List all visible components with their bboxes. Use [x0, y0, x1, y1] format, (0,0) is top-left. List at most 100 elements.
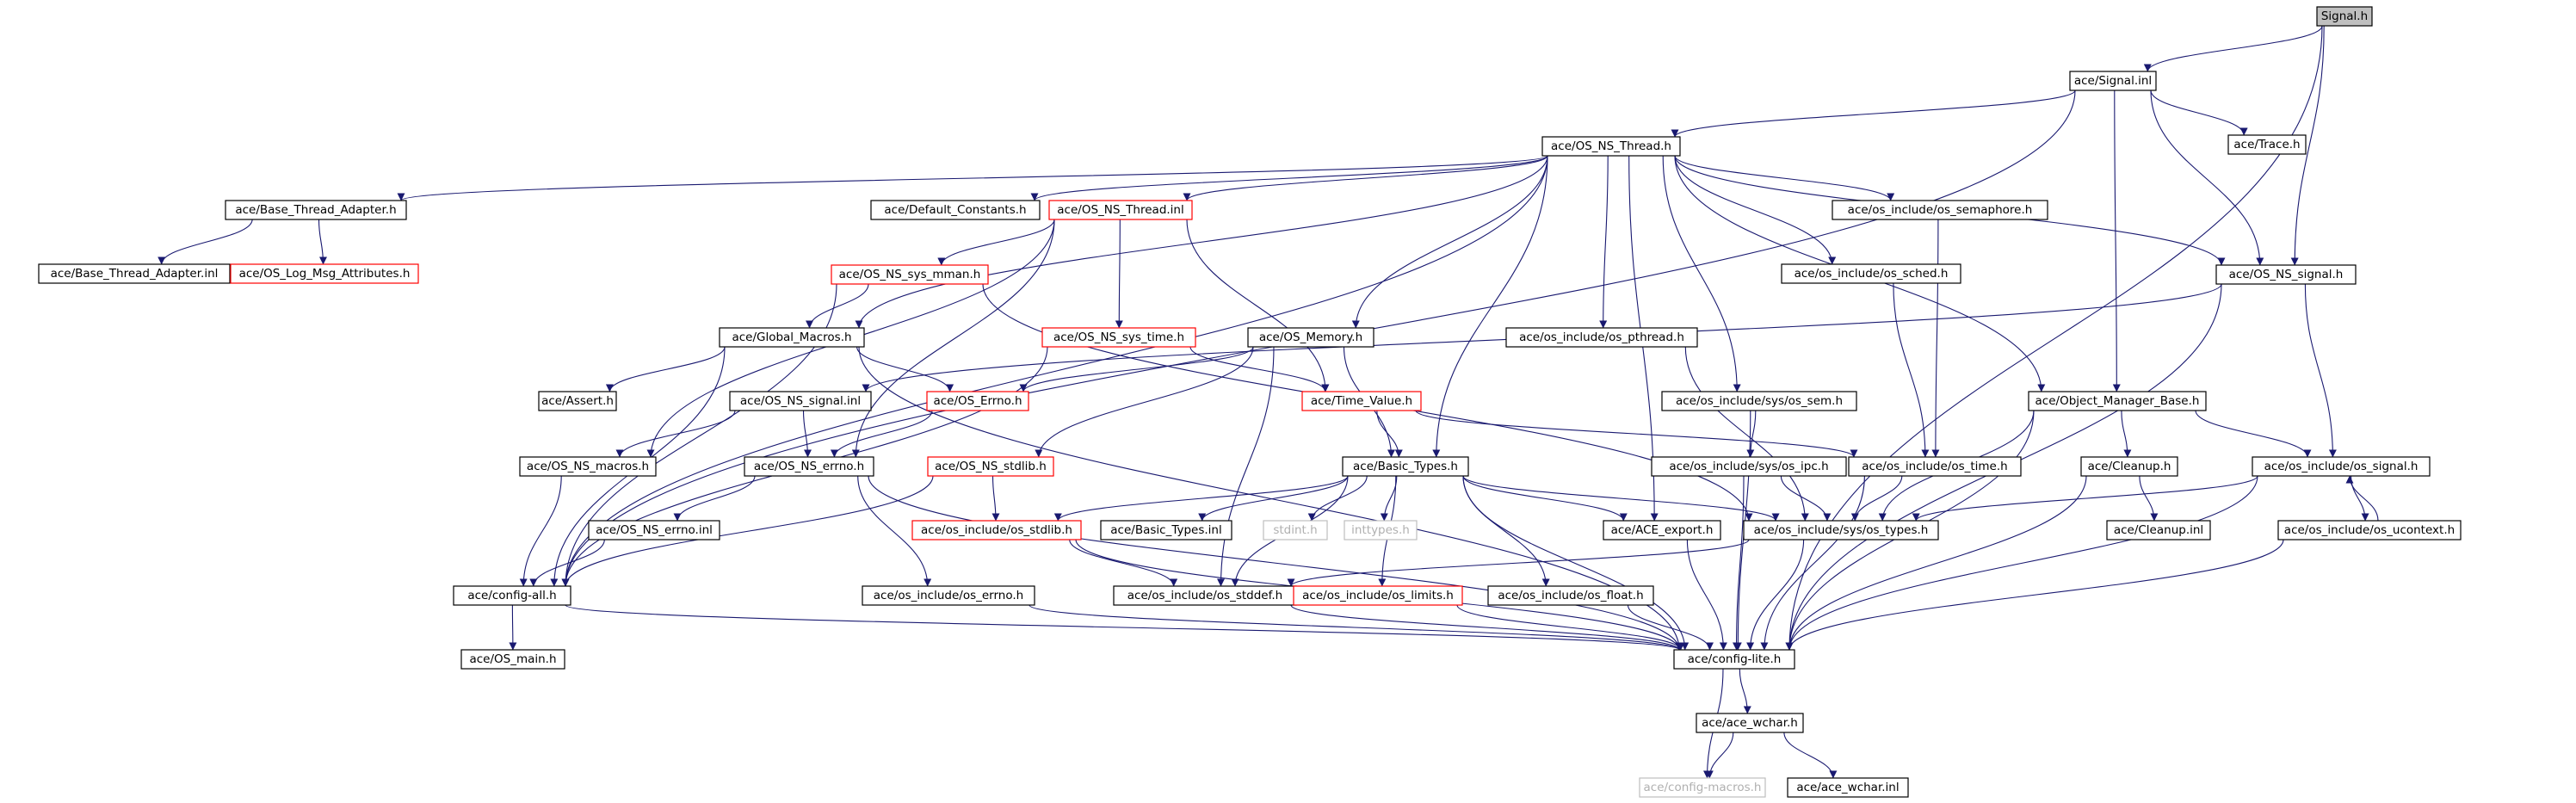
node-label: ace/os_include/os_errno.h — [874, 589, 1023, 602]
nodes-layer: Signal.h ace/Signal.inl ace/OS_NS_Thread.h… — [38, 6, 2462, 798]
node-os_pthread_h[interactable]: ace/os_include/os_pthread.h — [1505, 327, 1698, 348]
node-box — [1342, 456, 1469, 477]
node-box — [1651, 456, 1847, 477]
node-base_thread_adapter_h[interactable]: ace/Base_Thread_Adapter.h — [225, 200, 407, 220]
node-label: ace/os_include/os_sched.h — [1795, 267, 1949, 281]
node-box — [719, 327, 865, 348]
node-os_ns_stdlib_h[interactable]: ace/OS_NS_stdlib.h — [927, 456, 1054, 477]
node-os_semaphore_h[interactable]: ace/os_include/os_semaphore.h — [1832, 200, 2048, 220]
node-os_log_msg_attributes_h[interactable]: ace/OS_Log_Msg_Attributes.h — [230, 263, 419, 284]
node-os_errno_h_inc[interactable]: ace/os_include/os_errno.h — [862, 585, 1035, 606]
node-os_ns_thread_h[interactable]: ace/OS_NS_Thread.h — [1541, 136, 1681, 157]
edge-basic_types_h-to-os_float_h — [1462, 475, 1550, 587]
node-os_ns_macros_h[interactable]: ace/OS_NS_macros.h — [519, 456, 657, 477]
edge-os_ns_thread_h-to-basic_types_h — [1432, 155, 1548, 458]
node-box — [862, 585, 1035, 606]
edge-os_pthread_h-to-sys_os_types_h — [1684, 346, 1809, 522]
node-box — [1247, 327, 1374, 348]
node-trace_h[interactable]: ace/Trace.h — [2227, 134, 2307, 155]
node-os_ns_thread_inl[interactable]: ace/OS_NS_Thread.inl — [1048, 200, 1193, 220]
node-os_limits_h[interactable]: ace/os_include/os_limits.h — [1293, 585, 1463, 606]
node-os_sched_h[interactable]: ace/os_include/os_sched.h — [1781, 263, 1961, 284]
node-os_errno_h_ace[interactable]: ace/OS_Errno.h — [926, 391, 1029, 411]
node-os_ns_signal_h[interactable]: ace/OS_NS_signal.h — [2215, 264, 2357, 285]
node-os_time_h[interactable]: ace/os_include/os_time.h — [1848, 456, 2022, 477]
edge-os_ns_thread_h-to-os_semaphore_h — [1674, 155, 1895, 201]
node-label: stdint.h — [1273, 523, 1317, 537]
edge-os_time_h-to-sys_os_types_h — [1850, 475, 1903, 522]
node-label: ace/OS_NS_macros.h — [527, 460, 649, 473]
edge-os_ns_thread_h-to-os_sched_h — [1674, 155, 1837, 265]
node-label: ace/OS_NS_sys_time.h — [1053, 330, 1184, 344]
node-label: ace/ACE_export.h — [1611, 523, 1714, 537]
edge-os_ns_stdlib_h-to-config_all_h — [561, 475, 934, 587]
node-os_ns_errno_inl[interactable]: ace/OS_NS_errno.inl — [588, 520, 720, 540]
edge-signal_inl-to-os_ns_signal_h — [2150, 90, 2264, 266]
node-os_ns_sys_mman_h[interactable]: ace/OS_NS_sys_mman.h — [831, 264, 989, 285]
node-label: ace/OS_NS_sys_mman.h — [839, 268, 981, 281]
node-os_ns_sys_time_h[interactable]: ace/OS_NS_sys_time.h — [1041, 327, 1196, 348]
node-basic_types_inl[interactable]: ace/Basic_Types.inl — [1100, 520, 1232, 540]
node-base_thread_adapter_inl[interactable]: ace/Base_Thread_Adapter.inl — [38, 263, 231, 284]
node-box — [1848, 456, 2022, 477]
node-sys_os_ipc_h[interactable]: ace/os_include/sys/os_ipc.h — [1651, 456, 1847, 477]
edge-os_ns_thread_h-to-base_thread_adapter_h — [397, 155, 1548, 201]
node-label: ace/os_include/os_stdlib.h — [921, 523, 1072, 537]
edge-sys_os_types_h-to-config_lite_h — [1746, 539, 1805, 651]
node-cleanup_inl[interactable]: ace/Cleanup.inl — [2106, 520, 2211, 540]
node-os_memory_h[interactable]: ace/OS_Memory.h — [1247, 327, 1374, 348]
node-box — [1541, 136, 1681, 157]
node-sys_os_sem_h[interactable]: ace/os_include/sys/os_sem.h — [1661, 391, 1857, 411]
node-box — [2028, 391, 2207, 411]
node-box — [1787, 777, 1909, 798]
node-label: ace/Time_Value.h — [1311, 394, 1412, 408]
edge-os_ns_thread_h-to-os_memory_h — [1351, 155, 1548, 329]
edge-os_signal_h-to-sys_os_types_h — [1912, 475, 2258, 522]
node-label: ace/OS_NS_Thread.inl — [1057, 203, 1183, 217]
edge-os_ns_errno_h-to-os_errno_h_inc — [857, 475, 932, 587]
node-object_manager_base_h[interactable]: ace/Object_Manager_Base.h — [2028, 391, 2207, 411]
node-label: ace/OS_NS_errno.h — [754, 460, 864, 473]
edge-os_ns_stdlib_h-to-os_stdlib_h — [991, 475, 1000, 522]
node-signal_inl[interactable]: ace/Signal.inl — [2069, 71, 2157, 91]
node-assert_h[interactable]: ace/Assert.h — [538, 391, 617, 411]
edge-os_ns_thread_inl-to-os_ns_errno_h — [851, 219, 1055, 458]
edge-os_signal_h-to-os_ucontext_h — [2351, 475, 2369, 522]
node-os_float_h[interactable]: ace/os_include/os_float.h — [1487, 585, 1654, 606]
node-label: ace/os_include/os_limits.h — [1302, 589, 1454, 602]
node-os_signal_h[interactable]: ace/os_include/os_signal.h — [2252, 456, 2431, 477]
edge-config_all_h-to-config_lite_h — [565, 604, 1683, 651]
node-os_stddef_h[interactable]: ace/os_include/os_stddef.h — [1113, 585, 1297, 606]
node-box — [911, 520, 1082, 540]
node-default_constants_h[interactable]: ace/Default_Constants.h — [870, 200, 1041, 220]
node-ace_export_h[interactable]: ace/ACE_export.h — [1603, 520, 1721, 540]
node-cleanup_h[interactable]: ace/Cleanup.h — [2080, 456, 2178, 477]
edge-os_ns_thread_h-to-default_constants_h — [1030, 155, 1548, 201]
node-os_ucontext_h[interactable]: ace/os_include/os_ucontext.h — [2277, 520, 2462, 540]
node-signal_h[interactable]: Signal.h — [2316, 6, 2373, 27]
node-time_value_h[interactable]: ace/Time_Value.h — [1301, 391, 1422, 411]
edge-os_ns_thread_h-to-config_all_h — [561, 155, 1548, 587]
edge-cleanup_h-to-config_lite_h — [1785, 475, 2087, 651]
node-box — [2069, 71, 2157, 91]
node-config_all_h[interactable]: ace/config-all.h — [453, 585, 571, 606]
node-os_main_h[interactable]: ace/OS_main.h — [460, 649, 565, 670]
node-config_lite_h[interactable]: ace/config-lite.h — [1673, 649, 1795, 670]
node-os_stdlib_h[interactable]: ace/os_include/os_stdlib.h — [911, 520, 1082, 540]
edge-os_time_h-to-config_lite_h — [1760, 475, 1865, 651]
node-ace_wchar_h[interactable]: ace/ace_wchar.h — [1696, 713, 1804, 733]
node-global_macros_h[interactable]: ace/Global_Macros.h — [719, 327, 865, 348]
node-box — [870, 200, 1041, 220]
node-box — [1487, 585, 1654, 606]
edge-config_lite_h-to-ace_wchar_h — [1739, 668, 1751, 714]
edge-base_thread_adapter_h-to-os_log_msg_attributes_h — [318, 219, 327, 265]
edge-basic_types_h-to-config_lite_h — [1462, 475, 1690, 651]
node-label: ace/OS_Log_Msg_Attributes.h — [239, 267, 411, 281]
edge-os_ns_errno_h-to-os_ns_errno_inl — [673, 475, 756, 522]
node-ace_wchar_inl[interactable]: ace/ace_wchar.inl — [1787, 777, 1909, 798]
node-os_ns_errno_h[interactable]: ace/OS_NS_errno.h — [744, 456, 874, 477]
node-basic_types_h[interactable]: ace/Basic_Types.h — [1342, 456, 1469, 477]
node-sys_os_types_h[interactable]: ace/os_include/sys/os_types.h — [1743, 520, 1939, 540]
node-label: ace/os_include/os_semaphore.h — [1848, 203, 2033, 217]
node-os_ns_signal_inl[interactable]: ace/OS_NS_signal.inl — [729, 391, 872, 411]
